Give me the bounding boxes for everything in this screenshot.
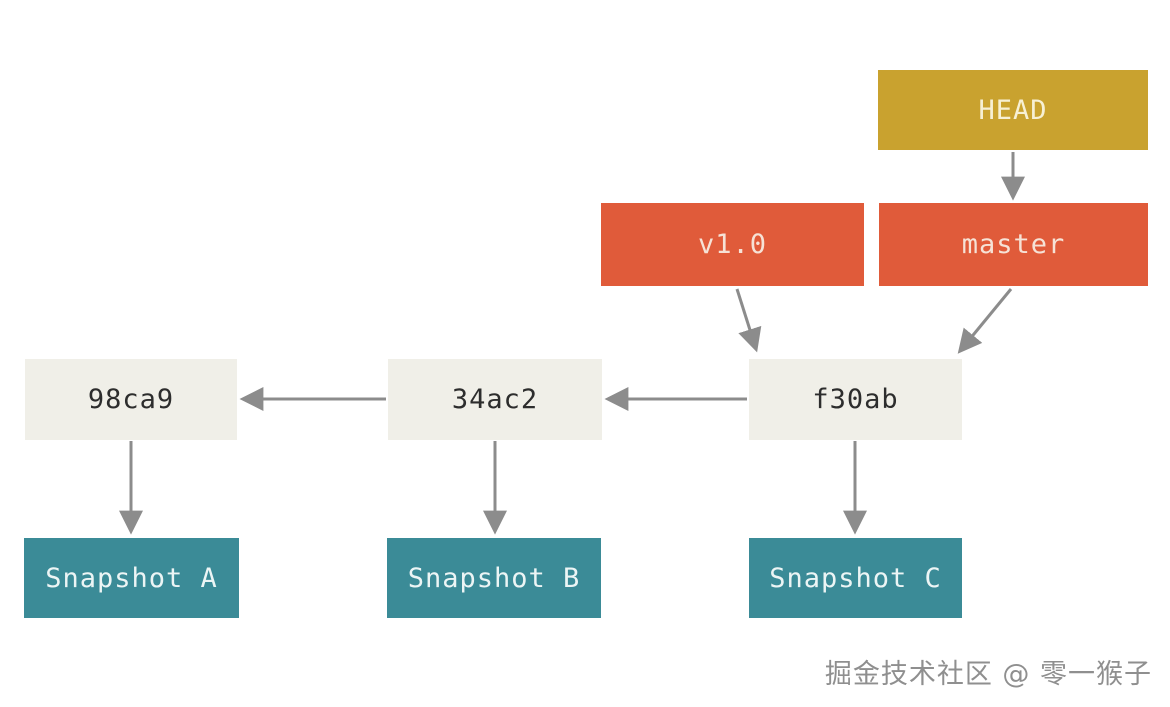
commit-98ca9-node: 98ca9 xyxy=(25,359,237,440)
edge-v1-to-f30ab xyxy=(735,288,762,353)
commit-34ac2-node: 34ac2 xyxy=(388,359,602,440)
edge-master-to-f30ab xyxy=(957,288,1013,354)
watermark-text: 掘金技术社区 @ 零一猴子 xyxy=(824,659,1152,690)
head-pointer-node: HEAD xyxy=(878,70,1148,150)
snapshot-a-node: Snapshot A xyxy=(24,538,239,618)
master-branch-node: master xyxy=(879,203,1148,286)
snapshot-c-node: Snapshot C xyxy=(749,538,962,618)
tag-v1-node: v1.0 xyxy=(601,203,864,286)
commit-f30ab-node: f30ab xyxy=(749,359,962,440)
snapshot-b-node: Snapshot B xyxy=(387,538,601,618)
